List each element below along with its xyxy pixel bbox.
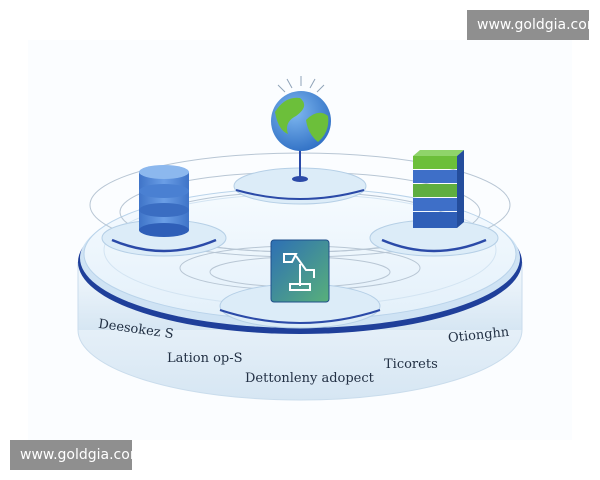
- globe-icon: [271, 91, 331, 151]
- watermark-top: www.goldgia.com: [467, 10, 600, 40]
- watermark-bottom: www.goldgia.com: [10, 440, 143, 470]
- database-node: [101, 165, 227, 257]
- workflow-node: [219, 239, 381, 329]
- rim-label-2: Lation op-S: [167, 351, 243, 366]
- rim-label-3: Dettonleny adopect: [245, 371, 374, 386]
- server-stack-node: [369, 150, 499, 257]
- globe-node: [233, 76, 367, 205]
- signal-rays-icon: [277, 76, 325, 93]
- workflow-card-icon: [270, 239, 330, 303]
- database-icon: [139, 165, 189, 237]
- rim-label-4: Ticorets: [384, 357, 438, 372]
- server-stack-icon: [413, 150, 464, 228]
